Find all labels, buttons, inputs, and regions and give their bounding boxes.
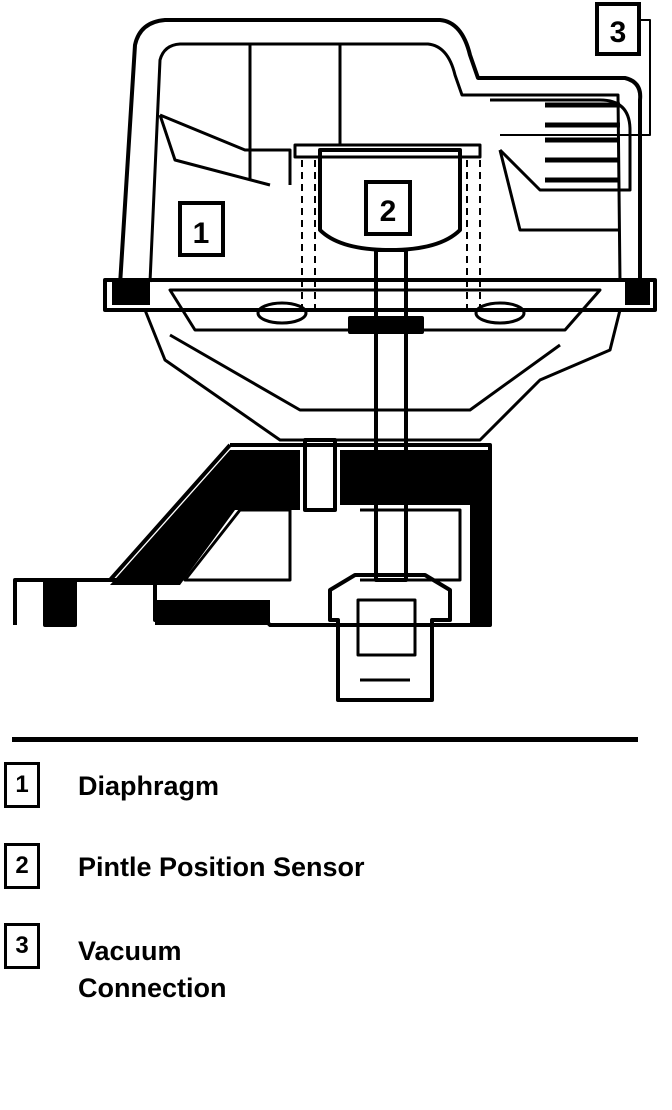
diaphragm-hole-right [474,301,526,325]
callout-box-2 [364,180,412,236]
sensor-bracket [248,45,342,180]
diaphragm-flange [103,278,657,312]
callout-number-2: 2 [380,195,397,228]
callout-box-3 [595,2,641,56]
legend-number-3: 3 [15,932,29,959]
egr-valve-cross-section: 1 2 3 [13,2,657,702]
guide-lines [301,160,481,310]
outlet-inner [356,598,417,682]
lower-body-inner [169,333,561,412]
legend-label-pintle-position-sensor: Pintle Position Sensor [78,852,365,882]
legend-number-2: 2 [15,852,29,879]
legend-number-1: 1 [15,771,29,798]
legend-number-box-2: 2 [4,843,40,889]
valve-cover [118,18,643,286]
shaft-collar [348,316,424,334]
side-wall [498,149,620,232]
callout-number-3: 3 [610,16,627,49]
leader-3 [500,19,651,136]
pintle-shaft [374,248,408,582]
base-post [303,438,337,512]
vacuum-port-ribs [545,102,620,183]
sensor-cap [293,143,482,159]
callout-number-1: 1 [193,217,210,250]
legend-label-vacuum-connection: Vacuum Connection [78,936,227,1003]
valve-seat [328,573,452,702]
base-left-block [43,578,77,627]
vacuum-port-housing [490,98,632,192]
inner-shelf [158,113,292,187]
diaphragm-hole-left [256,301,308,325]
cover-inner-line [148,42,622,283]
divider-line [12,737,638,742]
lower-body [143,309,622,442]
diagram-callouts: 1 2 3 [178,2,641,257]
legend-label-diaphragm: Diaphragm [78,771,220,801]
diaphragm-plate [168,288,602,332]
callout-box-1 [178,201,225,257]
legend-number-box-3: 3 [4,923,40,969]
legend-number-box-1: 1 [4,762,40,808]
